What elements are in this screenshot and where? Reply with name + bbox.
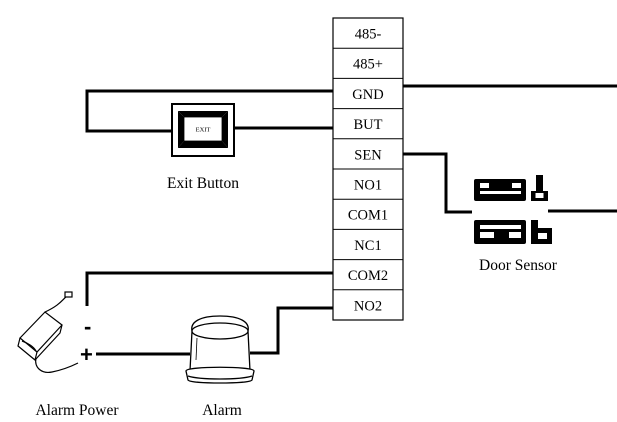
power-negative-sign: - [84,314,91,339]
terminal-gnd: GND [352,87,383,103]
terminal-485-plus: 485+ [353,57,383,73]
exit-button-icon: EXIT [171,103,235,157]
terminal-com1: COM1 [348,208,388,224]
alarm-caption: Alarm [202,402,242,419]
exit-button-caption: Exit Button [167,175,239,192]
wire-no2-to-alarm [250,306,333,355]
alarm-power-caption: Alarm Power [35,402,119,419]
wire-gnd-to-exit-button [85,89,333,133]
exit-button-face-label: EXIT [196,127,211,134]
terminal-nc1: NC1 [354,238,381,254]
wire-sen-to-door-sensor [403,152,472,214]
terminal-com2: COM2 [348,268,388,284]
terminal-but: BUT [354,117,383,133]
wires [85,84,617,356]
terminal-485-minus: 485- [355,27,382,43]
power-adapter-icon [17,291,79,373]
alarm-siren-icon [185,315,255,384]
terminal-block: 485- 485+ GND BUT SEN NO1 COM1 NC1 COM2 … [332,17,404,321]
terminal-sen: SEN [354,147,382,163]
door-sensor-icon [474,175,552,244]
wire-com2-to-power-negative [85,271,333,306]
terminal-no2: NO2 [354,298,382,314]
power-positive-sign: + [80,342,93,367]
door-sensor-caption: Door Sensor [479,257,558,274]
terminal-no1: NO1 [354,178,382,194]
